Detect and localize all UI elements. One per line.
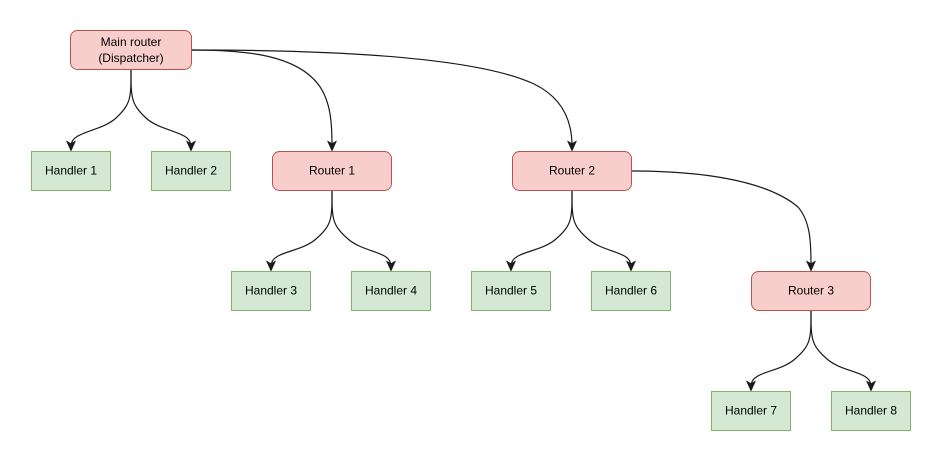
node-shape[interactable] — [591, 271, 671, 311]
arrow-head-icon — [266, 260, 276, 272]
node-handler-7[interactable]: Handler 7 — [711, 391, 791, 431]
node-label: Handler 4 — [365, 284, 417, 298]
edge-router-2-to-handler-6 — [571, 190, 636, 272]
node-shape[interactable] — [151, 151, 231, 191]
node-shape[interactable] — [70, 30, 192, 70]
arrow-head-icon — [626, 260, 636, 272]
node-label: Handler 8 — [845, 404, 897, 418]
node-label: Handler 2 — [165, 164, 217, 178]
node-router-2[interactable]: Router 2 — [512, 151, 632, 191]
edge-router-3-to-handler-8 — [810, 310, 876, 392]
arrow-head-icon — [327, 140, 337, 152]
edge-main-to-handler-2 — [130, 69, 196, 152]
edge-path — [631, 170, 812, 267]
edge-path — [510, 190, 573, 267]
edge-main-to-router-2 — [191, 49, 577, 152]
edge-path — [130, 69, 192, 147]
node-shape[interactable] — [351, 271, 431, 311]
edge-path — [270, 190, 333, 267]
arrow-head-icon — [186, 140, 196, 152]
node-label: Handler 5 — [485, 284, 537, 298]
arrow-head-icon — [66, 140, 76, 152]
node-shape[interactable] — [471, 271, 551, 311]
node-shape[interactable] — [831, 391, 911, 431]
edge-path — [191, 49, 333, 147]
arrow-head-icon — [506, 260, 516, 272]
node-main-router[interactable]: Main router (Dispatcher) — [70, 30, 192, 70]
node-handler-8[interactable]: Handler 8 — [831, 391, 911, 431]
arrow-head-icon — [866, 380, 876, 392]
node-shape[interactable] — [231, 271, 311, 311]
node-shape[interactable] — [31, 151, 111, 191]
node-router-3[interactable]: Router 3 — [751, 271, 871, 311]
node-label: Router 3 — [788, 284, 834, 298]
node-shape[interactable] — [272, 151, 392, 191]
edge-router-2-to-handler-5 — [506, 190, 573, 272]
node-shape[interactable] — [711, 391, 791, 431]
edge-router-2-to-router-3 — [631, 170, 816, 272]
node-handler-5[interactable]: Handler 5 — [471, 271, 551, 311]
node-label: Handler 3 — [245, 284, 297, 298]
edge-path — [810, 310, 872, 387]
node-label: Router 2 — [549, 164, 595, 178]
edge-main-to-handler-1 — [66, 69, 132, 152]
node-label: Handler 1 — [45, 164, 97, 178]
node-handler-4[interactable]: Handler 4 — [351, 271, 431, 311]
edge-path — [70, 69, 132, 147]
arrow-head-icon — [746, 380, 756, 392]
edge-path — [750, 310, 812, 387]
node-label: Handler 7 — [725, 404, 777, 418]
edge-router-3-to-handler-7 — [746, 310, 812, 392]
node-label: Router 1 — [309, 164, 355, 178]
edge-path — [571, 190, 632, 267]
node-label-line2: (Dispatcher) — [98, 51, 163, 65]
node-shape[interactable] — [751, 271, 871, 311]
node-shape[interactable] — [512, 151, 632, 191]
edge-path — [331, 190, 392, 267]
arrow-head-icon — [806, 260, 816, 272]
node-handler-1[interactable]: Handler 1 — [31, 151, 111, 191]
arrow-head-icon — [567, 140, 577, 152]
node-label: Handler 6 — [605, 284, 657, 298]
edge-router-1-to-handler-3 — [266, 190, 333, 272]
node-handler-6[interactable]: Handler 6 — [591, 271, 671, 311]
node-handler-3[interactable]: Handler 3 — [231, 271, 311, 311]
node-label-line1: Main router — [101, 35, 162, 49]
node-router-1[interactable]: Router 1 — [272, 151, 392, 191]
node-handler-2[interactable]: Handler 2 — [151, 151, 231, 191]
edge-router-1-to-handler-4 — [331, 190, 396, 272]
edge-main-to-router-1 — [191, 49, 337, 152]
arrow-head-icon — [386, 260, 396, 272]
edge-path — [191, 49, 573, 147]
